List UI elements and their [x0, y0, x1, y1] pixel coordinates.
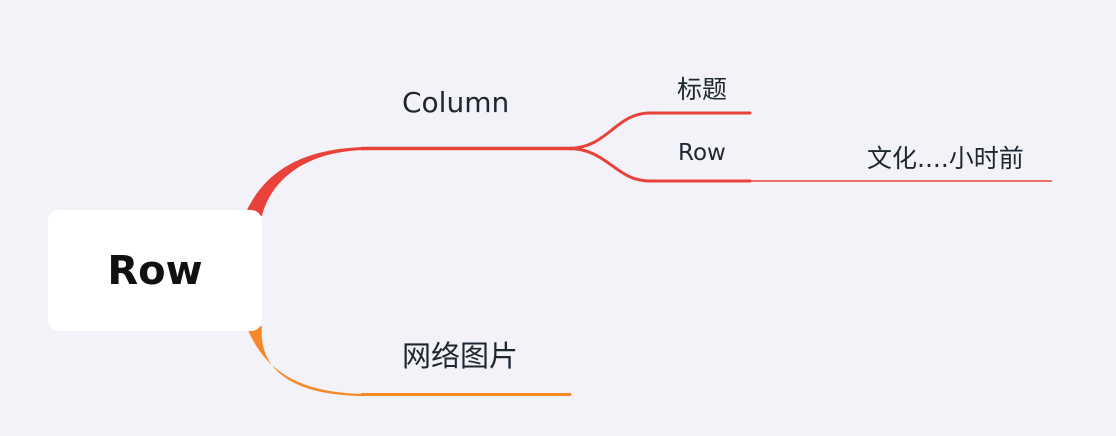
- topic-column[interactable]: Column: [402, 86, 510, 119]
- root-topic-node[interactable]: Row: [48, 210, 262, 331]
- link-column-row: [566, 147, 752, 183]
- link-root-image: [248, 326, 366, 396]
- topic-title[interactable]: 标题: [677, 75, 728, 104]
- link-root-column: [246, 147, 364, 216]
- root-topic-label: Row: [107, 247, 203, 294]
- topic-network-image[interactable]: 网络图片: [402, 339, 519, 373]
- link-column-title: [566, 111, 752, 150]
- topic-note[interactable]: 文化....小时前: [867, 144, 1024, 173]
- topic-row[interactable]: Row: [678, 140, 726, 166]
